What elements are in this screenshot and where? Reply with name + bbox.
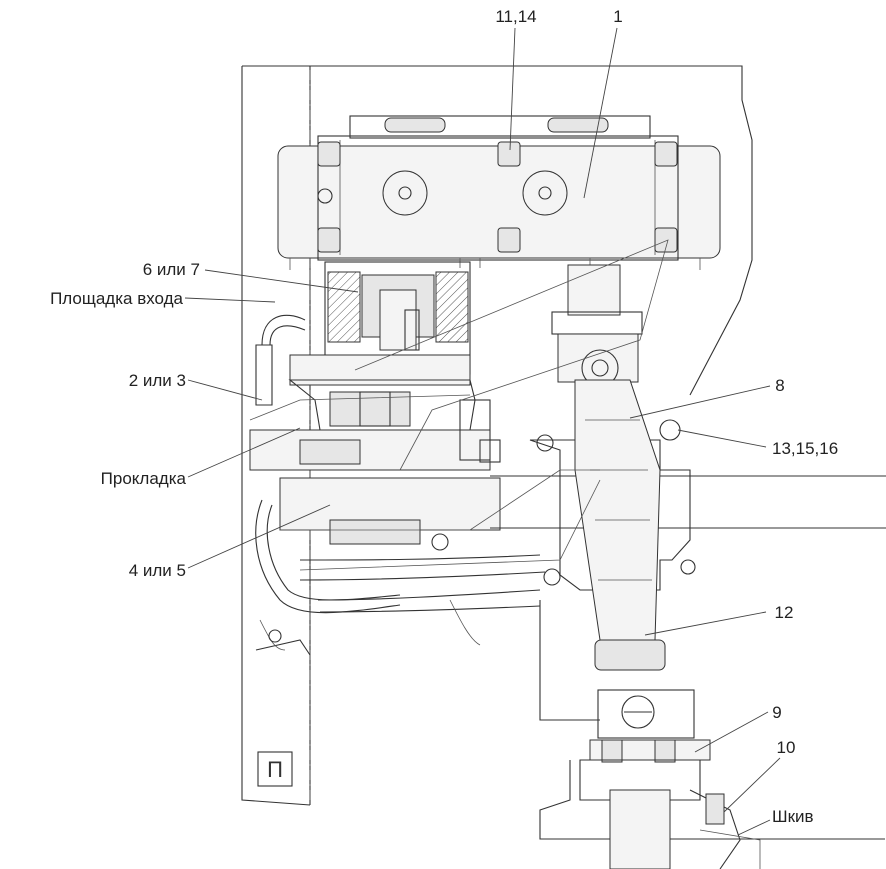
callout-11-14: 11,14 [495,7,536,26]
callout-12: 12 [775,603,794,622]
callout-10: 10 [777,738,796,757]
gearbox-housing [277,115,721,270]
callout-2-3: 2 или 3 [129,371,186,390]
cardan-shaft [551,264,695,739]
callout-8: 8 [775,376,784,395]
frame-rail [490,419,886,591]
lower-pipework [255,499,600,721]
callout-labels: 11,14 1 6 или 7 Площадка входа 2 или 3 П… [50,7,838,826]
assembly-leaders [249,239,669,571]
pump-assembly [249,314,501,551]
callout-gasket: Прокладка [101,469,187,488]
callout-9: 9 [772,703,781,722]
callout-4-5: 4 или 5 [129,561,186,580]
callout-entry-platform: Площадка входа [50,289,183,308]
pulley-housing [539,739,885,869]
callout-1: 1 [613,7,622,26]
callout-leaders [184,27,781,836]
coupling-block [324,261,471,375]
callout-13-15-16: 13,15,16 [772,439,838,458]
callout-pulley: Шкив [772,807,814,826]
callout-6-7: 6 или 7 [143,260,200,279]
panel-marking: П [267,757,283,782]
